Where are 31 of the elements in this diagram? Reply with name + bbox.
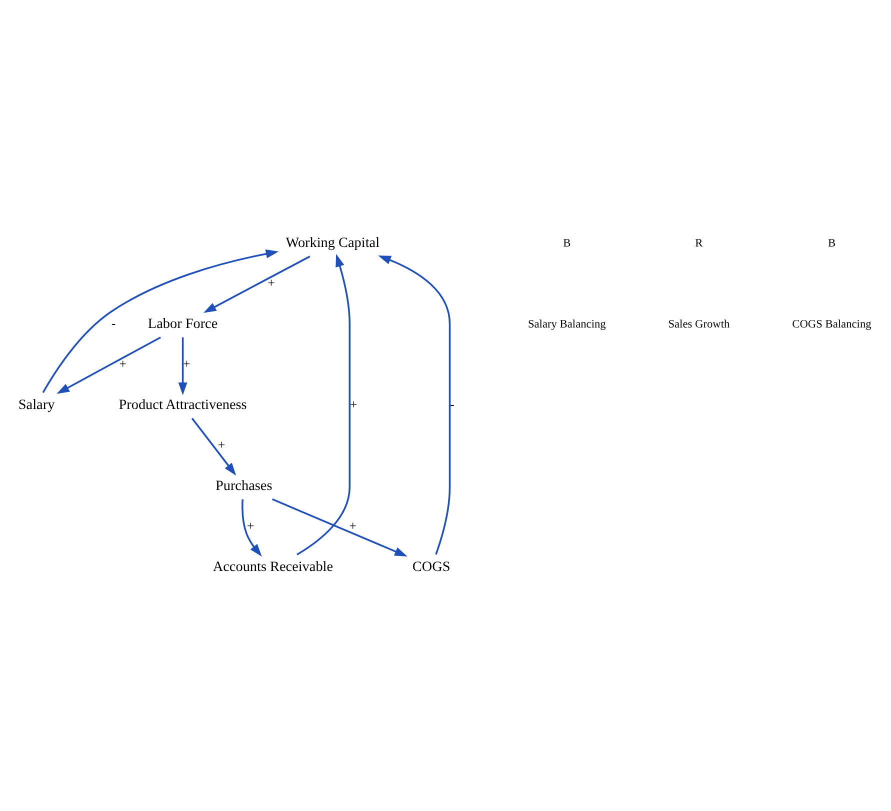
node-text: Working Capital: [286, 235, 380, 252]
edge-label: +: [350, 398, 358, 412]
label: Sales Growth: [668, 318, 730, 330]
edge-label: +: [349, 519, 356, 534]
arrow: [178, 337, 188, 396]
node-text: COGS: [412, 558, 450, 575]
label: B: [828, 237, 836, 250]
node-text: Product Attractiveness: [118, 397, 247, 414]
label: Salary Balancing: [528, 318, 606, 330]
arrow: [378, 256, 451, 555]
node-text: Labor Force: [148, 316, 218, 332]
arrow: [42, 249, 279, 394]
arrow: [203, 256, 310, 313]
edge-label: -: [111, 316, 116, 331]
node-text: Salary: [18, 397, 55, 414]
arrow: [272, 498, 408, 557]
edge-label: -: [450, 398, 454, 412]
label: COGS Balancing: [792, 318, 872, 330]
edge-label: +: [247, 519, 254, 534]
node-text: Accounts Receivable: [212, 558, 334, 575]
edge-label: +: [218, 438, 226, 452]
node-text: Purchases: [215, 478, 272, 494]
arrow: [56, 336, 161, 394]
arrow: [242, 499, 262, 557]
arrow: [191, 418, 236, 476]
edge-label: +: [268, 276, 275, 290]
label: B: [563, 237, 571, 250]
edge-label: +: [183, 357, 190, 372]
arrow: [296, 254, 351, 556]
label: R: [695, 237, 703, 250]
edge-label: +: [119, 357, 126, 372]
